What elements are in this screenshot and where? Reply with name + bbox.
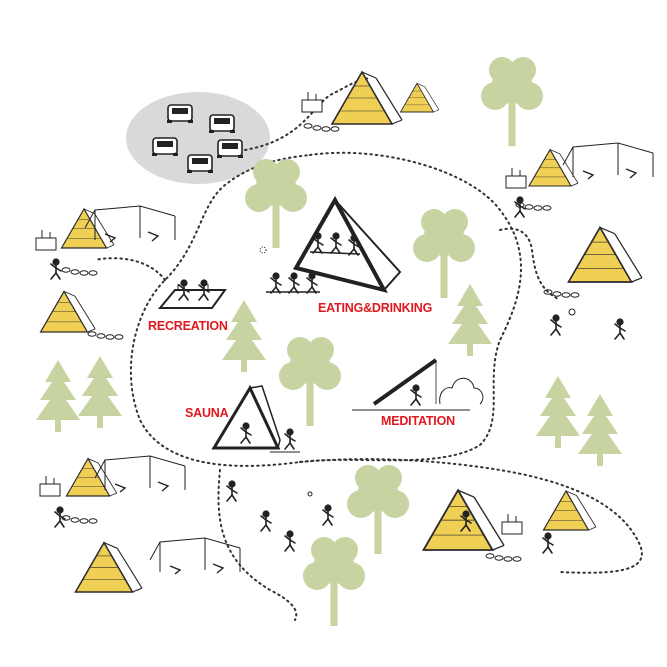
pine-tree-icon xyxy=(536,376,580,448)
east-path xyxy=(499,227,561,301)
hot-tub-icon xyxy=(301,91,323,113)
a-frame-tent-icon xyxy=(60,208,115,249)
hammock-icon xyxy=(94,455,186,493)
person-icon xyxy=(614,318,626,340)
a-frame-tent-icon xyxy=(74,541,143,593)
a-frame-tent-icon xyxy=(331,71,403,125)
south-loop-path xyxy=(299,458,643,574)
eating-drinking-area xyxy=(259,195,402,294)
tree-icon xyxy=(245,159,307,248)
trees xyxy=(36,57,622,626)
a-frame-tent-icon xyxy=(528,149,579,187)
pine-tree-icon xyxy=(578,394,622,466)
hot-tub-icon xyxy=(39,475,61,497)
pine-tree-icon xyxy=(222,300,266,372)
hot-tub-icon xyxy=(501,513,523,535)
pine-tree-icon xyxy=(78,356,122,428)
tree-icon xyxy=(413,209,475,298)
pine-tree-icon xyxy=(36,360,80,432)
car-icon xyxy=(216,139,244,159)
car-icon xyxy=(208,114,236,134)
southwest-path xyxy=(217,469,298,621)
pine-tree-icon xyxy=(448,284,492,356)
label-recreation: RECREATION xyxy=(148,319,228,333)
person-icon xyxy=(54,506,66,528)
person-icon xyxy=(226,480,238,502)
a-frame-tent-icon xyxy=(422,489,505,551)
a-frame-tent-icon xyxy=(65,457,118,497)
car-icon xyxy=(186,154,214,174)
west-path xyxy=(94,257,166,281)
hot-tub-icon xyxy=(505,167,527,189)
parking-area xyxy=(126,92,270,184)
tree-icon xyxy=(279,337,341,426)
hammock-icon xyxy=(149,537,241,575)
label-sauna: SAUNA xyxy=(185,406,229,420)
tree-icon xyxy=(303,537,365,626)
a-frame-tent-icon xyxy=(567,226,643,283)
sauna-area xyxy=(211,384,300,453)
car-icon xyxy=(151,137,179,157)
meditation-area xyxy=(352,358,484,411)
tree-icon xyxy=(347,465,409,554)
car-icon xyxy=(166,104,194,124)
a-frame-tent-icon xyxy=(400,82,440,113)
person-icon xyxy=(550,314,562,336)
hot-tub-icon xyxy=(35,229,57,251)
person-icon xyxy=(514,196,526,218)
people xyxy=(50,196,626,554)
hammock-icon xyxy=(562,142,654,180)
person-icon xyxy=(542,532,554,554)
person-icon xyxy=(260,510,272,532)
label-meditation: MEDITATION xyxy=(381,414,455,428)
person-icon xyxy=(50,258,62,280)
recreation-area xyxy=(157,279,227,309)
label-eating-drinking: EATING&DRINKING xyxy=(318,301,432,315)
person-icon xyxy=(284,530,296,552)
tree-icon xyxy=(481,57,543,146)
person-icon xyxy=(322,504,334,526)
a-frame-tent-icon xyxy=(39,290,96,333)
